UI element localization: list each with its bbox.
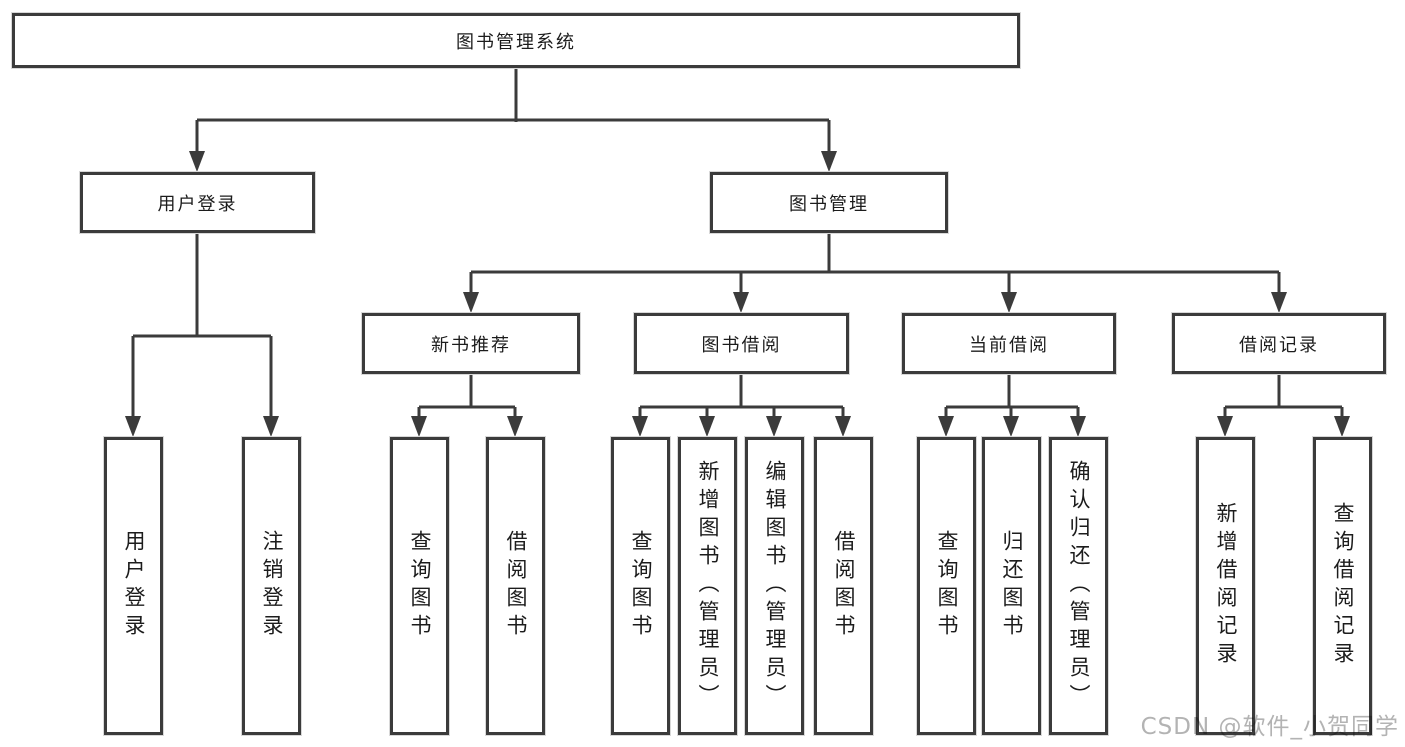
- node-add-borrow-record: 新增借阅记录: [1196, 437, 1255, 735]
- node-add-borrow-record-label: 新增借阅记录: [1214, 502, 1238, 670]
- node-query-borrow-record: 查询借阅记录: [1313, 437, 1372, 735]
- node-borrow-records: 借阅记录: [1172, 313, 1386, 374]
- node-new-book-recommend: 新书推荐: [362, 313, 580, 374]
- node-book-borrowing-label: 图书借阅: [701, 334, 782, 356]
- node-add-book-admin-label: 新增图书（管理员）: [696, 460, 720, 712]
- node-user-login-action-label: 用户登录: [122, 530, 146, 642]
- node-borrow-books-action: 借阅图书: [814, 437, 873, 735]
- node-query-borrow-record-label: 查询借阅记录: [1331, 502, 1355, 670]
- node-root: 图书管理系统: [12, 13, 1020, 68]
- node-new-book-recommend-label: 新书推荐: [431, 334, 511, 356]
- node-query-books-recommend-label: 查询图书: [408, 530, 432, 642]
- node-edit-book-admin: 编辑图书（管理员）: [745, 437, 804, 735]
- node-logout-action-label: 注销登录: [260, 530, 284, 642]
- node-root-label: 图书管理系统: [456, 31, 576, 53]
- node-user-login-action: 用户登录: [104, 437, 163, 735]
- node-query-books-borrow-label: 查询图书: [629, 530, 653, 642]
- node-borrow-books-recommend: 借阅图书: [486, 437, 545, 735]
- node-query-books-borrow: 查询图书: [611, 437, 670, 735]
- node-user-login-label: 用户登录: [157, 193, 238, 215]
- node-return-books-label: 归还图书: [1000, 530, 1024, 642]
- node-return-books: 归还图书: [982, 437, 1041, 735]
- node-book-management: 图书管理: [710, 172, 948, 233]
- node-confirm-return-admin: 确认归还（管理员）: [1049, 437, 1108, 735]
- node-current-borrowing-label: 当前借阅: [969, 334, 1049, 356]
- node-user-login: 用户登录: [80, 172, 315, 233]
- node-borrow-records-label: 借阅记录: [1239, 334, 1319, 356]
- node-current-borrowing: 当前借阅: [902, 313, 1116, 374]
- node-query-books-recommend: 查询图书: [390, 437, 449, 735]
- node-logout-action: 注销登录: [242, 437, 301, 735]
- node-book-borrowing: 图书借阅: [634, 313, 849, 374]
- node-borrow-books-recommend-label: 借阅图书: [504, 530, 528, 642]
- node-edit-book-admin-label: 编辑图书（管理员）: [763, 460, 787, 712]
- node-confirm-return-admin-label: 确认归还（管理员）: [1067, 460, 1091, 712]
- node-book-management-label: 图书管理: [789, 193, 869, 215]
- node-borrow-books-action-label: 借阅图书: [832, 530, 856, 642]
- node-add-book-admin: 新增图书（管理员）: [678, 437, 737, 735]
- csdn-watermark: CSDN @软件_小贺同学: [1140, 714, 1399, 740]
- node-query-books-current: 查询图书: [917, 437, 976, 735]
- node-query-books-current-label: 查询图书: [935, 530, 959, 642]
